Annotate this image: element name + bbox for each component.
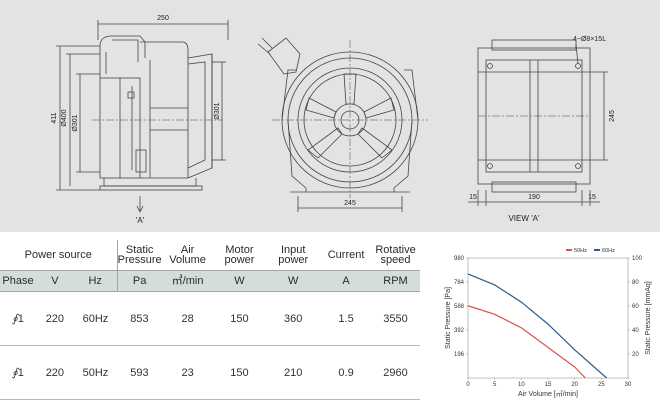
cell-phase: ∮1 xyxy=(12,312,24,325)
series-line-50Hz xyxy=(467,305,586,379)
x-axis-label: Air Volume [㎥/min] xyxy=(518,389,578,398)
y2-tick-label: 60 xyxy=(632,304,639,310)
header-power-source: Power source xyxy=(0,240,118,271)
dim-side-245: 245 xyxy=(609,110,616,122)
dim-diameter-301-left: Ø301 xyxy=(72,114,79,131)
phase-symbol-icon: ∮ xyxy=(12,312,18,325)
performance-chart: 0 5 10 15 20 25 30 196 392 588 784 980 20 40 60 80 100Ai… xyxy=(445,248,652,398)
cell-motor-power: 150 xyxy=(230,312,249,325)
y-tick-label: 196 xyxy=(454,352,465,358)
unit-frequency: Hz xyxy=(73,270,118,292)
cell-pressure: 853 xyxy=(130,312,149,325)
y-tick-label: 980 xyxy=(454,256,465,262)
dim-b15-right: 15 xyxy=(588,194,596,201)
front-view xyxy=(257,37,428,212)
x-tick-label: 0 xyxy=(466,382,470,388)
legend-label: 60Hz xyxy=(602,248,615,254)
specs-units-row: Phase V Hz Pa ㎥/min W W A RPM xyxy=(0,270,420,292)
legend-label: 50Hz xyxy=(574,248,587,254)
cell-current: 1.5 xyxy=(338,312,354,325)
cell-motor-power: 150 xyxy=(230,366,249,379)
view-a-marker: 'A' xyxy=(136,216,145,225)
phase-symbol-icon: ∮ xyxy=(12,366,18,379)
unit-pressure: Pa xyxy=(117,270,162,292)
dim-base-245: 245 xyxy=(344,200,356,207)
cell-air-volume: 23 xyxy=(181,366,194,379)
cell-speed: 2960 xyxy=(383,366,408,379)
header-current: Current xyxy=(321,240,372,271)
cell-speed: 3550 xyxy=(383,312,408,325)
unit-input-power: W xyxy=(265,270,322,292)
y2-tick-label: 80 xyxy=(632,280,639,286)
x-tick-label: 15 xyxy=(545,382,552,388)
x-tick-label: 5 xyxy=(493,382,497,388)
side-view xyxy=(56,20,229,213)
cell-phase: ∮1 xyxy=(12,366,24,379)
y2-tick-label: 20 xyxy=(632,352,639,358)
view-a xyxy=(468,39,608,206)
y-tick-label: 784 xyxy=(454,280,465,286)
dim-b15-left: 15 xyxy=(469,194,477,201)
x-tick-label: 25 xyxy=(598,382,605,388)
technical-drawing-panel: 250 411 Ø400 Ø301 Ø301 245 4−Ø8×15L 245 … xyxy=(0,0,660,232)
unit-motor-power: W xyxy=(213,270,266,292)
technical-drawing: 250 411 Ø400 Ø301 Ø301 245 4−Ø8×15L 245 … xyxy=(51,15,616,225)
dim-width-top: 250 xyxy=(157,15,169,22)
cell-input-power: 210 xyxy=(284,366,303,379)
x-tick-label: 10 xyxy=(518,382,525,388)
view-a-caption: VIEW 'A' xyxy=(508,214,540,223)
cell-frequency: 50Hz xyxy=(82,366,109,379)
cell-voltage: 220 xyxy=(45,312,65,325)
series-line-60Hz xyxy=(467,273,608,379)
y-tick-label: 588 xyxy=(454,304,465,310)
unit-voltage: V xyxy=(35,270,74,292)
y-axis-label: Static Pressure [Pa] xyxy=(445,287,452,349)
dim-diameter-400: Ø400 xyxy=(61,109,68,126)
cell-input-power: 360 xyxy=(284,312,303,325)
cell-air-volume: 28 xyxy=(181,312,194,325)
y2-axis-label: Static Pressure [mmAq] xyxy=(645,281,652,355)
unit-current: A xyxy=(321,270,372,292)
y2-tick-label: 40 xyxy=(632,328,639,334)
unit-air-volume: ㎥/min xyxy=(161,270,214,292)
dim-holes: 4−Ø8×15L xyxy=(573,36,606,43)
table-row: ∮1 220 60Hz 853 28 150 360 1.5 3550 xyxy=(0,292,420,346)
plot-frame xyxy=(467,257,629,379)
x-tick-label: 20 xyxy=(571,382,578,388)
y2-tick-label: 100 xyxy=(632,256,643,262)
dim-b190: 190 xyxy=(528,194,540,201)
cell-current: 0.9 xyxy=(338,366,354,379)
cell-pressure: 593 xyxy=(130,366,149,379)
cell-frequency: 60Hz xyxy=(82,312,109,325)
table-row: ∮1 220 50Hz 593 23 150 210 0.9 2960 xyxy=(0,346,420,400)
x-tick-label: 30 xyxy=(625,382,632,388)
unit-phase: Phase xyxy=(0,270,36,292)
cell-voltage: 220 xyxy=(45,366,65,379)
y-tick-label: 392 xyxy=(454,328,465,334)
unit-speed: RPM xyxy=(371,270,420,292)
dim-diameter-301-right: Ø301 xyxy=(214,102,221,119)
dim-height-411: 411 xyxy=(51,112,58,123)
